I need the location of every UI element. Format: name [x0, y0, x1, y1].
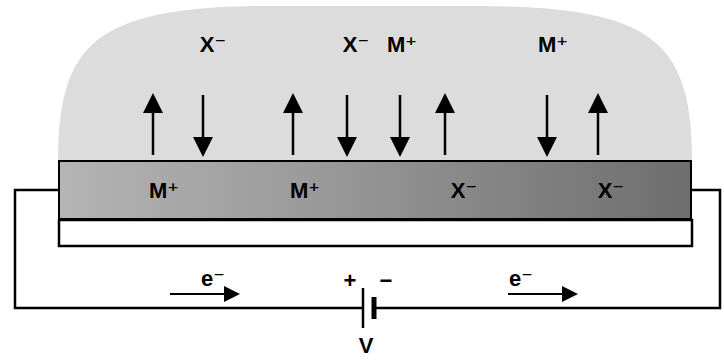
- ion-arrows: [153, 95, 598, 155]
- electron-label: e⁻: [509, 268, 533, 290]
- film-bar: M⁺ M⁺ X⁻ X⁻: [58, 160, 692, 220]
- battery-plate: [362, 288, 365, 328]
- ion-label: M⁺: [149, 180, 179, 202]
- ion-label: X⁻: [598, 180, 624, 202]
- electron-arrows: [170, 293, 574, 295]
- ion-label: X⁻: [451, 180, 477, 202]
- polarity-sign: −: [380, 270, 393, 292]
- voltage-label: V: [359, 335, 374, 357]
- ion-label: M⁺: [387, 34, 417, 56]
- ion-label: M⁺: [290, 180, 320, 202]
- wire: [373, 190, 720, 308]
- polarity-sign: +: [344, 270, 357, 292]
- ion-label: M⁺: [538, 34, 568, 56]
- battery-plate: [372, 297, 377, 319]
- substrate: [59, 220, 692, 246]
- ion-label: X⁻: [343, 34, 369, 56]
- electron-label: e⁻: [201, 268, 225, 290]
- wire: [15, 190, 363, 308]
- ion-label: X⁻: [200, 34, 226, 56]
